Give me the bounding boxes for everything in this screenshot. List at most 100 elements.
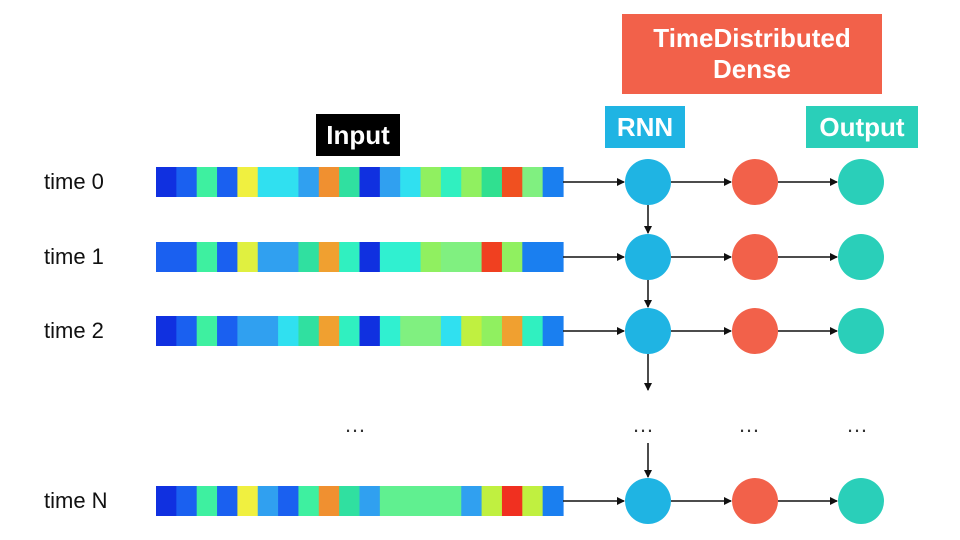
input-cell-1-17 [501,242,523,272]
input-cell-2-16 [481,316,503,346]
input-cell-3-11 [379,486,401,516]
input-cell-3-9 [339,486,361,516]
input-cell-0-14 [440,167,462,197]
row-label-time-0: time 0 [44,169,104,194]
input-cell-0-17 [501,167,523,197]
input-cell-0-4 [237,167,259,197]
input-cell-0-1 [176,167,198,197]
dense-node-0 [732,159,778,205]
input-cell-0-13 [420,167,442,197]
input-cell-2-6 [278,316,300,346]
input-cell-1-10 [359,242,381,272]
input-cell-0-9 [339,167,361,197]
input-cell-2-12 [400,316,422,346]
input-cell-2-1 [176,316,198,346]
input-cell-3-7 [298,486,320,516]
output-node-3 [838,478,884,524]
input-cell-2-2 [196,316,218,346]
input-cell-3-2 [196,486,218,516]
input-cell-0-19 [542,167,564,197]
input-cell-1-9 [339,242,361,272]
input-cell-2-17 [501,316,523,346]
rnn-node-1 [625,234,671,280]
input-cell-2-4 [237,316,259,346]
dense-label: Dense [712,54,792,84]
input-cell-3-18 [522,486,544,516]
input-cell-3-5 [257,486,279,516]
input-cell-1-1 [176,242,198,272]
input-cell-3-8 [318,486,340,516]
input-cell-3-12 [400,486,422,516]
input-cell-1-6 [278,242,300,272]
input-cell-3-17 [501,486,523,516]
input-cell-0-16 [481,167,503,197]
time-distributed-label: TimeDistributed [653,23,851,53]
input-cell-3-6 [278,486,300,516]
input-cell-0-6 [278,167,300,197]
ellipsis-input: … [344,412,369,437]
rnn-node-0 [625,159,671,205]
input-cell-1-16 [481,242,503,272]
rnn-node-3 [625,478,671,524]
input-cell-0-0 [156,167,177,197]
input-cell-1-3 [217,242,238,272]
input-cell-0-10 [359,167,381,197]
input-cell-1-0 [156,242,177,272]
input-cell-2-10 [359,316,381,346]
row-label-time-1: time 1 [44,244,104,269]
ellipsis-output: … [846,412,871,437]
input-cell-2-15 [461,316,483,346]
ellipsis-rnn: … [632,412,657,437]
input-cell-0-11 [379,167,401,197]
dense-node-3 [732,478,778,524]
output-node-0 [838,159,884,205]
rnn-node-2 [625,308,671,354]
input-cell-1-18 [522,242,544,272]
input-cell-0-8 [318,167,340,197]
input-cell-0-12 [400,167,422,197]
time-distributed-dense-tag: TimeDistributed Dense [622,14,882,94]
input-cell-2-5 [257,316,279,346]
input-cell-1-15 [461,242,483,272]
dense-node-2 [732,308,778,354]
dense-node-1 [732,234,778,280]
input-cell-2-0 [156,316,177,346]
row-label-time-n: time N [44,488,108,513]
input-cell-2-11 [379,316,401,346]
input-cell-2-19 [542,316,564,346]
input-cell-1-13 [420,242,442,272]
input-cell-2-9 [339,316,361,346]
input-cell-2-18 [522,316,544,346]
input-cell-0-2 [196,167,218,197]
output-node-2 [838,308,884,354]
input-cell-1-8 [318,242,340,272]
rnn-tag: RNN [605,106,685,148]
input-cell-0-3 [217,167,238,197]
input-cell-0-5 [257,167,279,197]
input-cell-3-10 [359,486,381,516]
input-cell-0-18 [522,167,544,197]
ellipsis-dense: … [738,412,763,437]
input-cell-1-4 [237,242,259,272]
input-cell-3-13 [420,486,442,516]
input-cell-3-15 [461,486,483,516]
input-cell-1-7 [298,242,320,272]
output-tag: Output [806,106,918,148]
input-cell-1-5 [257,242,279,272]
input-tag: Input [316,114,400,156]
input-cell-1-11 [379,242,401,272]
input-cell-1-2 [196,242,218,272]
input-cell-3-4 [237,486,259,516]
input-cell-1-14 [440,242,462,272]
row-label-time-2: time 2 [44,318,104,343]
input-cell-2-3 [217,316,238,346]
input-cell-3-1 [176,486,198,516]
input-cell-0-15 [461,167,483,197]
input-cell-1-19 [542,242,564,272]
input-cell-3-3 [217,486,238,516]
input-cell-3-19 [542,486,564,516]
input-cell-3-16 [481,486,503,516]
input-cell-2-13 [420,316,442,346]
